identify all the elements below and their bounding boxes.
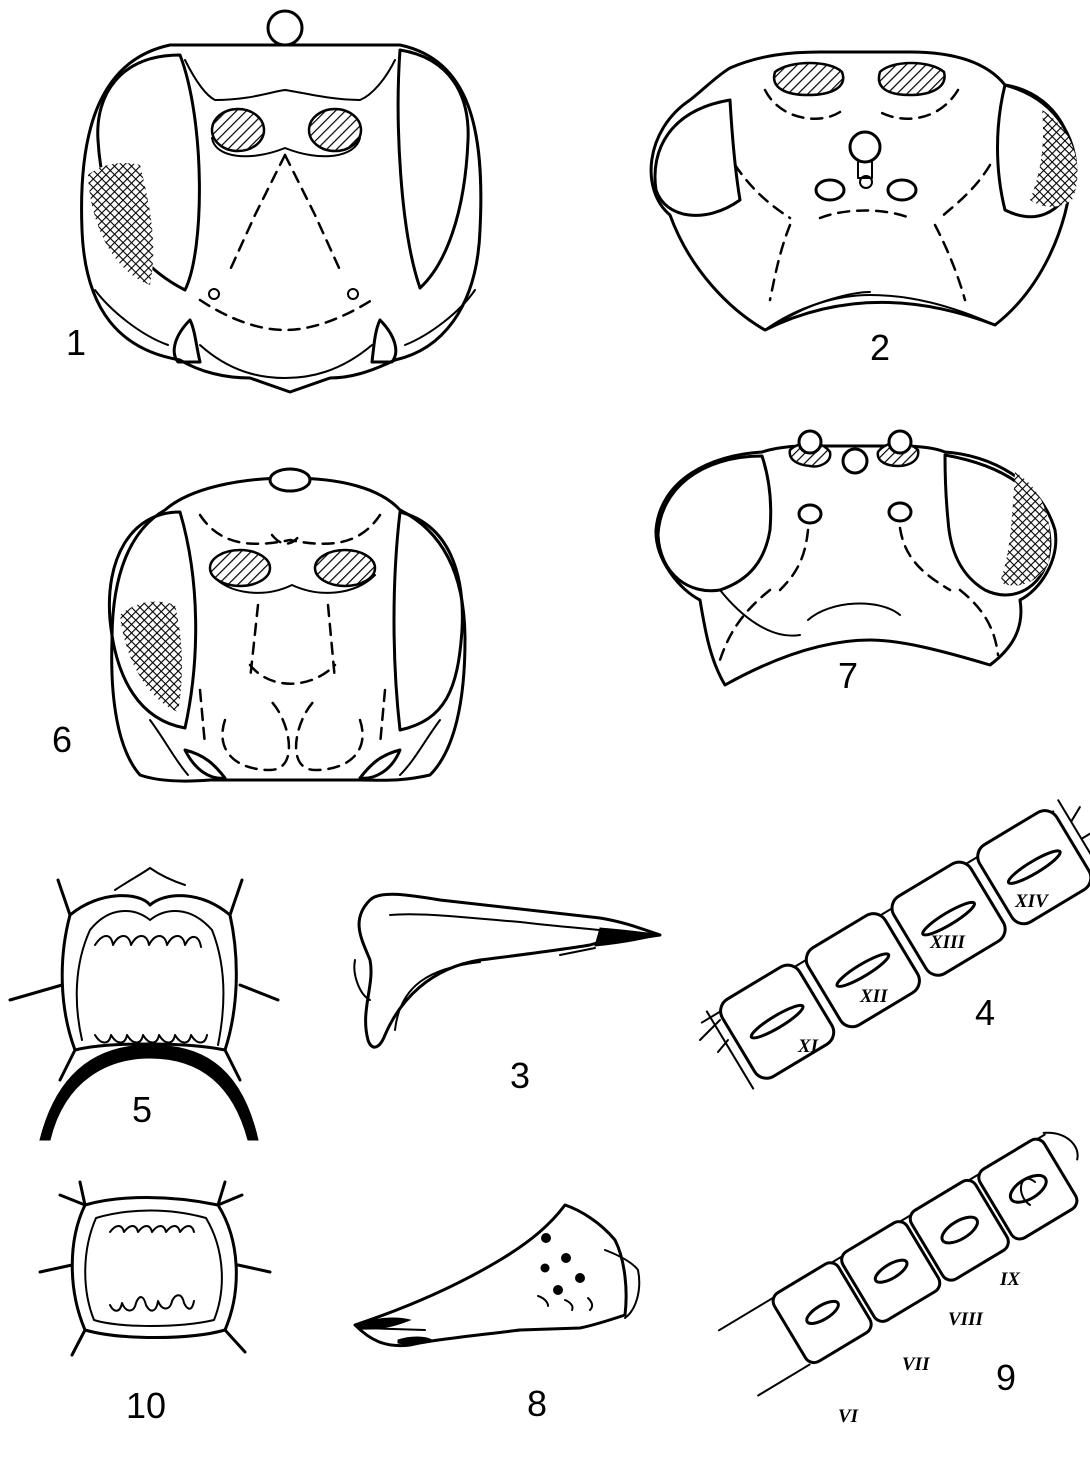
segment-label-XI: XI <box>797 1036 819 1057</box>
figure-label-1: 1 <box>66 322 86 363</box>
segment-label-XIII: XIII <box>929 932 965 953</box>
figure-label-8: 8 <box>527 1383 547 1424</box>
figure-1-head-frontal: 1 <box>66 11 481 392</box>
figure-8-mandible: 8 <box>355 1205 639 1424</box>
figure-label-9: 9 <box>996 1357 1016 1398</box>
figure-9-antenna: VI VII VIII IX 9 <box>718 1123 1090 1427</box>
figure-10-cross-section: 10 <box>40 1182 270 1426</box>
figure-label-5: 5 <box>132 1089 152 1130</box>
figure-label-2: 2 <box>870 327 890 368</box>
figure-label-4: 4 <box>975 992 995 1033</box>
segment-label-VII: VII <box>902 1354 930 1375</box>
segment-label-XIV: XIV <box>1014 891 1049 912</box>
figure-4-antenna: XI XII XIII XIV 4 <box>698 791 1090 1094</box>
figure-label-7: 7 <box>838 655 858 696</box>
figure-3-mandible: 3 <box>354 894 660 1096</box>
segment-label-XII: XII <box>859 986 888 1007</box>
figure-label-10: 10 <box>126 1385 166 1426</box>
figure-label-3: 3 <box>510 1055 530 1096</box>
figure-label-6: 6 <box>52 719 72 760</box>
figure-7-head-dorsal: 7 <box>656 431 1056 696</box>
figure-6-head-frontal: 6 <box>52 469 465 781</box>
segment-label-VIII: VIII <box>948 1309 983 1330</box>
segment-label-IX: IX <box>999 1269 1021 1290</box>
figure-2-head-dorsal: 2 <box>651 52 1077 368</box>
figure-5-cross-section: 5 <box>10 868 278 1140</box>
segment-label-VI: VI <box>838 1406 859 1427</box>
